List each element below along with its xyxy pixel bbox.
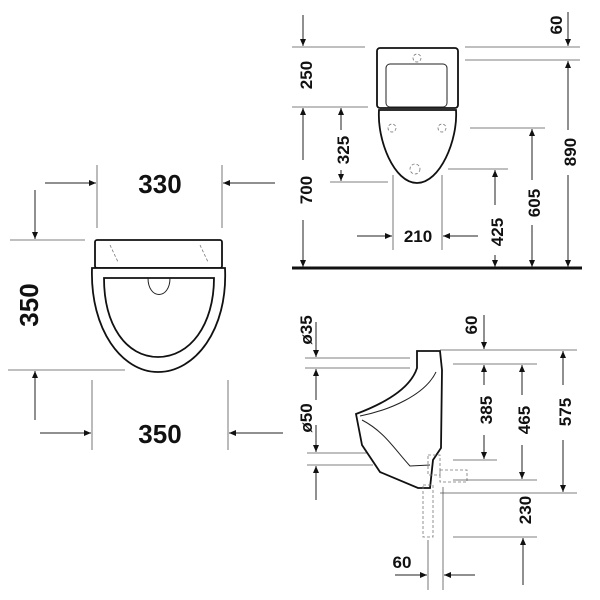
dim-fixing-height: 605	[525, 189, 544, 217]
dim-inlet-diameter: ø35	[297, 315, 316, 344]
dim-inlet-to-drain: 465	[515, 406, 534, 434]
urinal-front-outline	[376, 47, 459, 184]
dim-total-height: 890	[561, 138, 580, 166]
dim-trap-drop: 230	[516, 496, 535, 524]
dim-mount-height: 700	[297, 176, 316, 204]
urinal-side-outline	[354, 350, 468, 590]
dim-inlet-to-outlet: 385	[477, 396, 496, 424]
dim-depth: 350	[14, 283, 44, 326]
dim-side-total-height: 575	[556, 398, 575, 426]
dim-fixing-spacing: 210	[404, 227, 432, 246]
dim-top-to-rim: 60	[547, 16, 566, 35]
dim-outlet-diameter: ø50	[297, 403, 316, 432]
dim-wall-offset: 60	[393, 553, 412, 572]
front-view: 250 700 325 210 425 605 89	[292, 12, 582, 270]
dim-width-bottom: 350	[138, 419, 181, 449]
dim-fixing-drop: 325	[334, 136, 353, 164]
dim-width-top: 330	[138, 169, 181, 199]
dim-height-upper: 250	[297, 61, 316, 89]
urinal-top-outline	[91, 239, 226, 373]
dim-outlet-height: 425	[488, 218, 507, 246]
side-view: ø35 ø50 60 385 465 575 230	[297, 315, 577, 590]
top-view: 330 350 350	[8, 165, 283, 450]
dim-top-offset: 60	[462, 316, 481, 335]
